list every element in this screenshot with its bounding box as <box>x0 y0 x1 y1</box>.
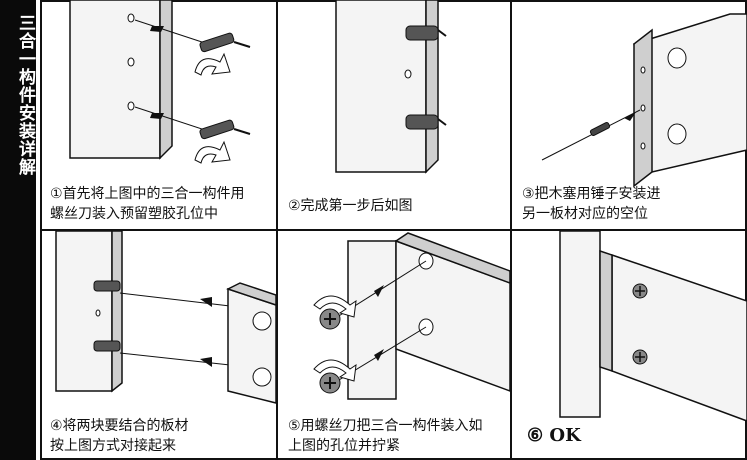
step5-cam-lock-bottom <box>319 372 341 394</box>
step5-board-top-edge <box>394 232 511 285</box>
step1-hole-bottom <box>127 101 135 111</box>
step4-large-hole-bottom <box>252 367 272 387</box>
step4-caption: ④将两块要结合的板材 按上图方式对接起来 <box>50 416 189 456</box>
step1-dowel-bottom <box>199 119 251 140</box>
step3-guide-line <box>541 109 641 161</box>
step3-caption: ③把木塞用锤子安装进 另一板材对应的空位 <box>522 184 661 224</box>
step1-arrow-bottom <box>150 113 164 119</box>
step3-caption-line1: ③把木塞用锤子安装进 <box>522 186 661 202</box>
step5-arrow-top <box>374 285 384 297</box>
step4-dowel-top <box>93 280 121 292</box>
step5-rotate-arrow-bottom <box>313 359 357 382</box>
step4-large-hole-top <box>252 311 272 331</box>
step6-caption: ⑥ OK <box>527 425 581 446</box>
sidebar: 三合一构件安装详解 <box>0 0 36 460</box>
step2-caption-line1: ②完成第一步后如图 <box>288 198 413 214</box>
step5-board-vertical <box>347 240 397 400</box>
step1-rotate-arrow-bottom <box>194 140 231 164</box>
step3-large-hole-bottom <box>667 123 687 145</box>
step1-caption: ①首先将上图中的三合一构件用 螺丝刀装入预留塑胶孔位中 <box>50 184 245 224</box>
step1-guide-line-top <box>134 19 209 45</box>
step3-arrow <box>624 112 636 121</box>
step4-board-right-top <box>226 282 277 307</box>
step1-caption-line1: ①首先将上图中的三合一构件用 <box>50 186 245 202</box>
step5-caption-line2: 上图的孔位并拧紧 <box>288 438 400 454</box>
step1-guide-line-bottom <box>134 106 209 132</box>
step6-board-horizontal <box>611 253 747 422</box>
step2-dowel-top <box>405 25 447 41</box>
step4-board-left-edge <box>111 230 123 393</box>
step5-arrow-bottom <box>374 349 384 361</box>
grid-divider-row <box>40 229 747 231</box>
step4-hole-middle <box>95 309 101 317</box>
step1-caption-line2: 螺丝刀装入预留塑胶孔位中 <box>50 206 218 222</box>
step4-board-right-face <box>227 287 277 404</box>
step6-board-vertical <box>559 230 601 418</box>
step5-caption-line1: ⑤用螺丝刀把三合一构件装入如 <box>288 418 483 434</box>
step6-screw-bottom <box>632 349 648 365</box>
step3-illustration <box>541 13 747 188</box>
step4-arrow-bottom <box>200 357 212 367</box>
sidebar-title: 三合一构件安装详解 <box>15 14 35 176</box>
step4-dowel-bottom <box>93 340 121 352</box>
step6-screw-top <box>632 283 648 299</box>
step1-hole-top <box>127 13 135 23</box>
step2-hole-middle <box>404 69 412 79</box>
step1-illustration <box>69 0 251 164</box>
step4-guide-line-bottom <box>119 352 231 366</box>
step6-board-edge <box>599 249 613 373</box>
step3-small-hole-bottom <box>640 142 646 150</box>
step3-wood-plug <box>589 121 611 137</box>
step2-illustration <box>335 0 447 174</box>
step1-dowel-top <box>199 32 251 53</box>
step4-board-left <box>55 230 113 392</box>
step3-caption-line2: 另一板材对应的空位 <box>522 206 648 222</box>
step4-caption-line1: ④将两块要结合的板材 <box>50 418 189 434</box>
step1-board-edge <box>159 0 173 160</box>
step5-board-horizontal <box>395 239 511 393</box>
step2-caption: ②完成第一步后如图 <box>288 196 413 216</box>
step1-hole-middle <box>127 57 135 67</box>
step4-illustration <box>55 230 277 404</box>
step4-guide-line-top <box>119 292 231 307</box>
step5-rotate-arrow-top <box>313 295 357 318</box>
step3-large-hole-top <box>667 47 687 69</box>
step1-rotate-arrow-top <box>194 52 231 76</box>
step5-illustration <box>313 232 511 400</box>
step2-dowel-bottom <box>405 114 447 130</box>
step3-small-hole-top <box>640 66 646 74</box>
step4-caption-line2: 按上图方式对接起来 <box>50 438 176 454</box>
step6-illustration <box>559 230 747 422</box>
step1-arrow-top <box>150 26 164 32</box>
step5-caption: ⑤用螺丝刀把三合一构件装入如 上图的孔位并拧紧 <box>288 416 483 456</box>
step4-arrow-top <box>200 297 212 307</box>
step5-cam-lock-top <box>319 308 341 330</box>
step3-small-hole-target <box>640 104 646 112</box>
